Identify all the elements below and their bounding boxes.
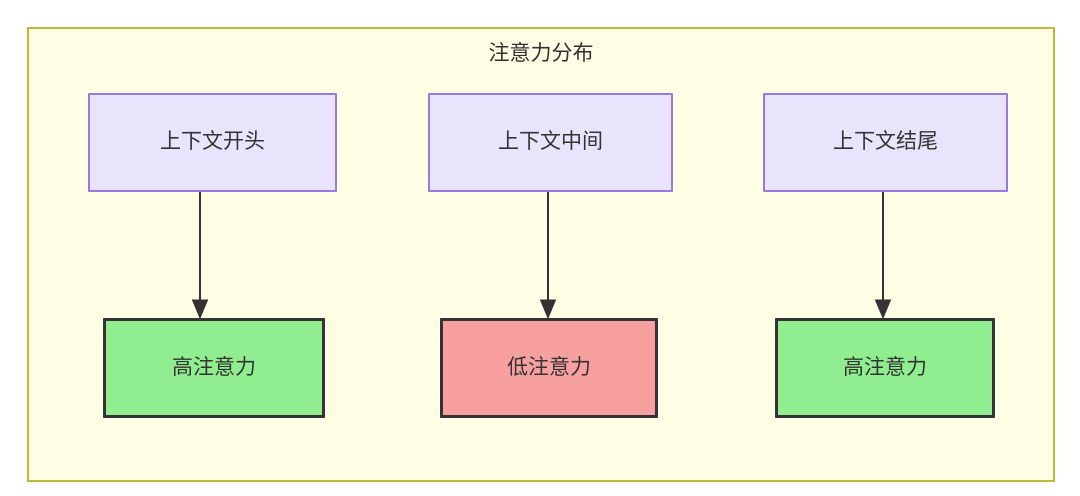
node-low-attn[interactable]: 低注意力 <box>440 318 658 418</box>
node-label: 高注意力 <box>172 355 256 379</box>
node-ctx-middle[interactable]: 上下文中间 <box>428 93 673 192</box>
node-ctx-end[interactable]: 上下文结尾 <box>763 93 1008 192</box>
subgraph-title: 注意力分布 <box>488 42 594 65</box>
node-high-attn-2[interactable]: 高注意力 <box>775 318 995 418</box>
node-high-attn-1[interactable]: 高注意力 <box>103 318 325 418</box>
edge-ctx-end-to-high-attn-2 <box>874 190 892 320</box>
edge-ctx-middle-to-low-attn <box>539 190 557 320</box>
node-ctx-start[interactable]: 上下文开头 <box>88 93 337 192</box>
node-label: 上下文中间 <box>498 130 603 154</box>
edge-ctx-start-to-high-attn-1 <box>191 190 209 320</box>
node-label: 高注意力 <box>843 355 927 379</box>
node-label: 上下文结尾 <box>833 130 938 154</box>
node-label: 上下文开头 <box>160 130 265 154</box>
node-label: 低注意力 <box>507 355 591 379</box>
